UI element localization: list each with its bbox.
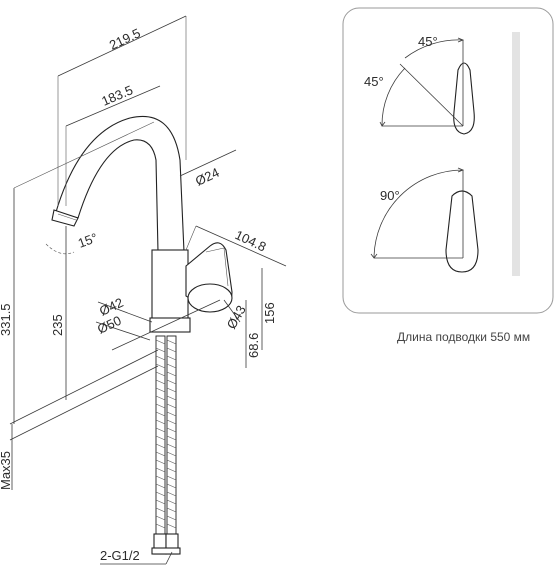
dim-total-height: 331.5: [0, 303, 13, 336]
angle-label-top-b: 45°: [364, 74, 384, 89]
angle-label-top-a: 45°: [418, 34, 438, 49]
dim-spout-reach: 183.5: [99, 82, 135, 109]
dim-base-diameter-inner: Ø50: [95, 313, 124, 337]
dim-spout-angle: 15°: [76, 230, 100, 251]
dim-spout-height: 235: [50, 314, 65, 336]
dimension-labels: 219.5 183.5 Ø24 15° 331.5 235 Ø42 Ø50 10…: [0, 25, 277, 563]
dim-base-height: 68.6: [246, 333, 261, 358]
hose-length-note: Длина подводки 550 мм: [397, 330, 531, 344]
dim-lever-height: 156: [262, 302, 277, 324]
dim-connection: 2-G1/2: [100, 548, 140, 563]
dim-max-counter: Max35: [0, 451, 13, 490]
lever-top-outline: [453, 62, 475, 135]
faucet-body: [9, 115, 233, 555]
angle-label-bottom: 90°: [380, 188, 400, 203]
lever-bottom-outline: [445, 190, 479, 273]
dimension-lines: [11, 15, 287, 565]
lever-angle-inset: 45° 45° 90°: [342, 7, 554, 314]
dim-spout-reach-total: 219.5: [107, 25, 143, 52]
